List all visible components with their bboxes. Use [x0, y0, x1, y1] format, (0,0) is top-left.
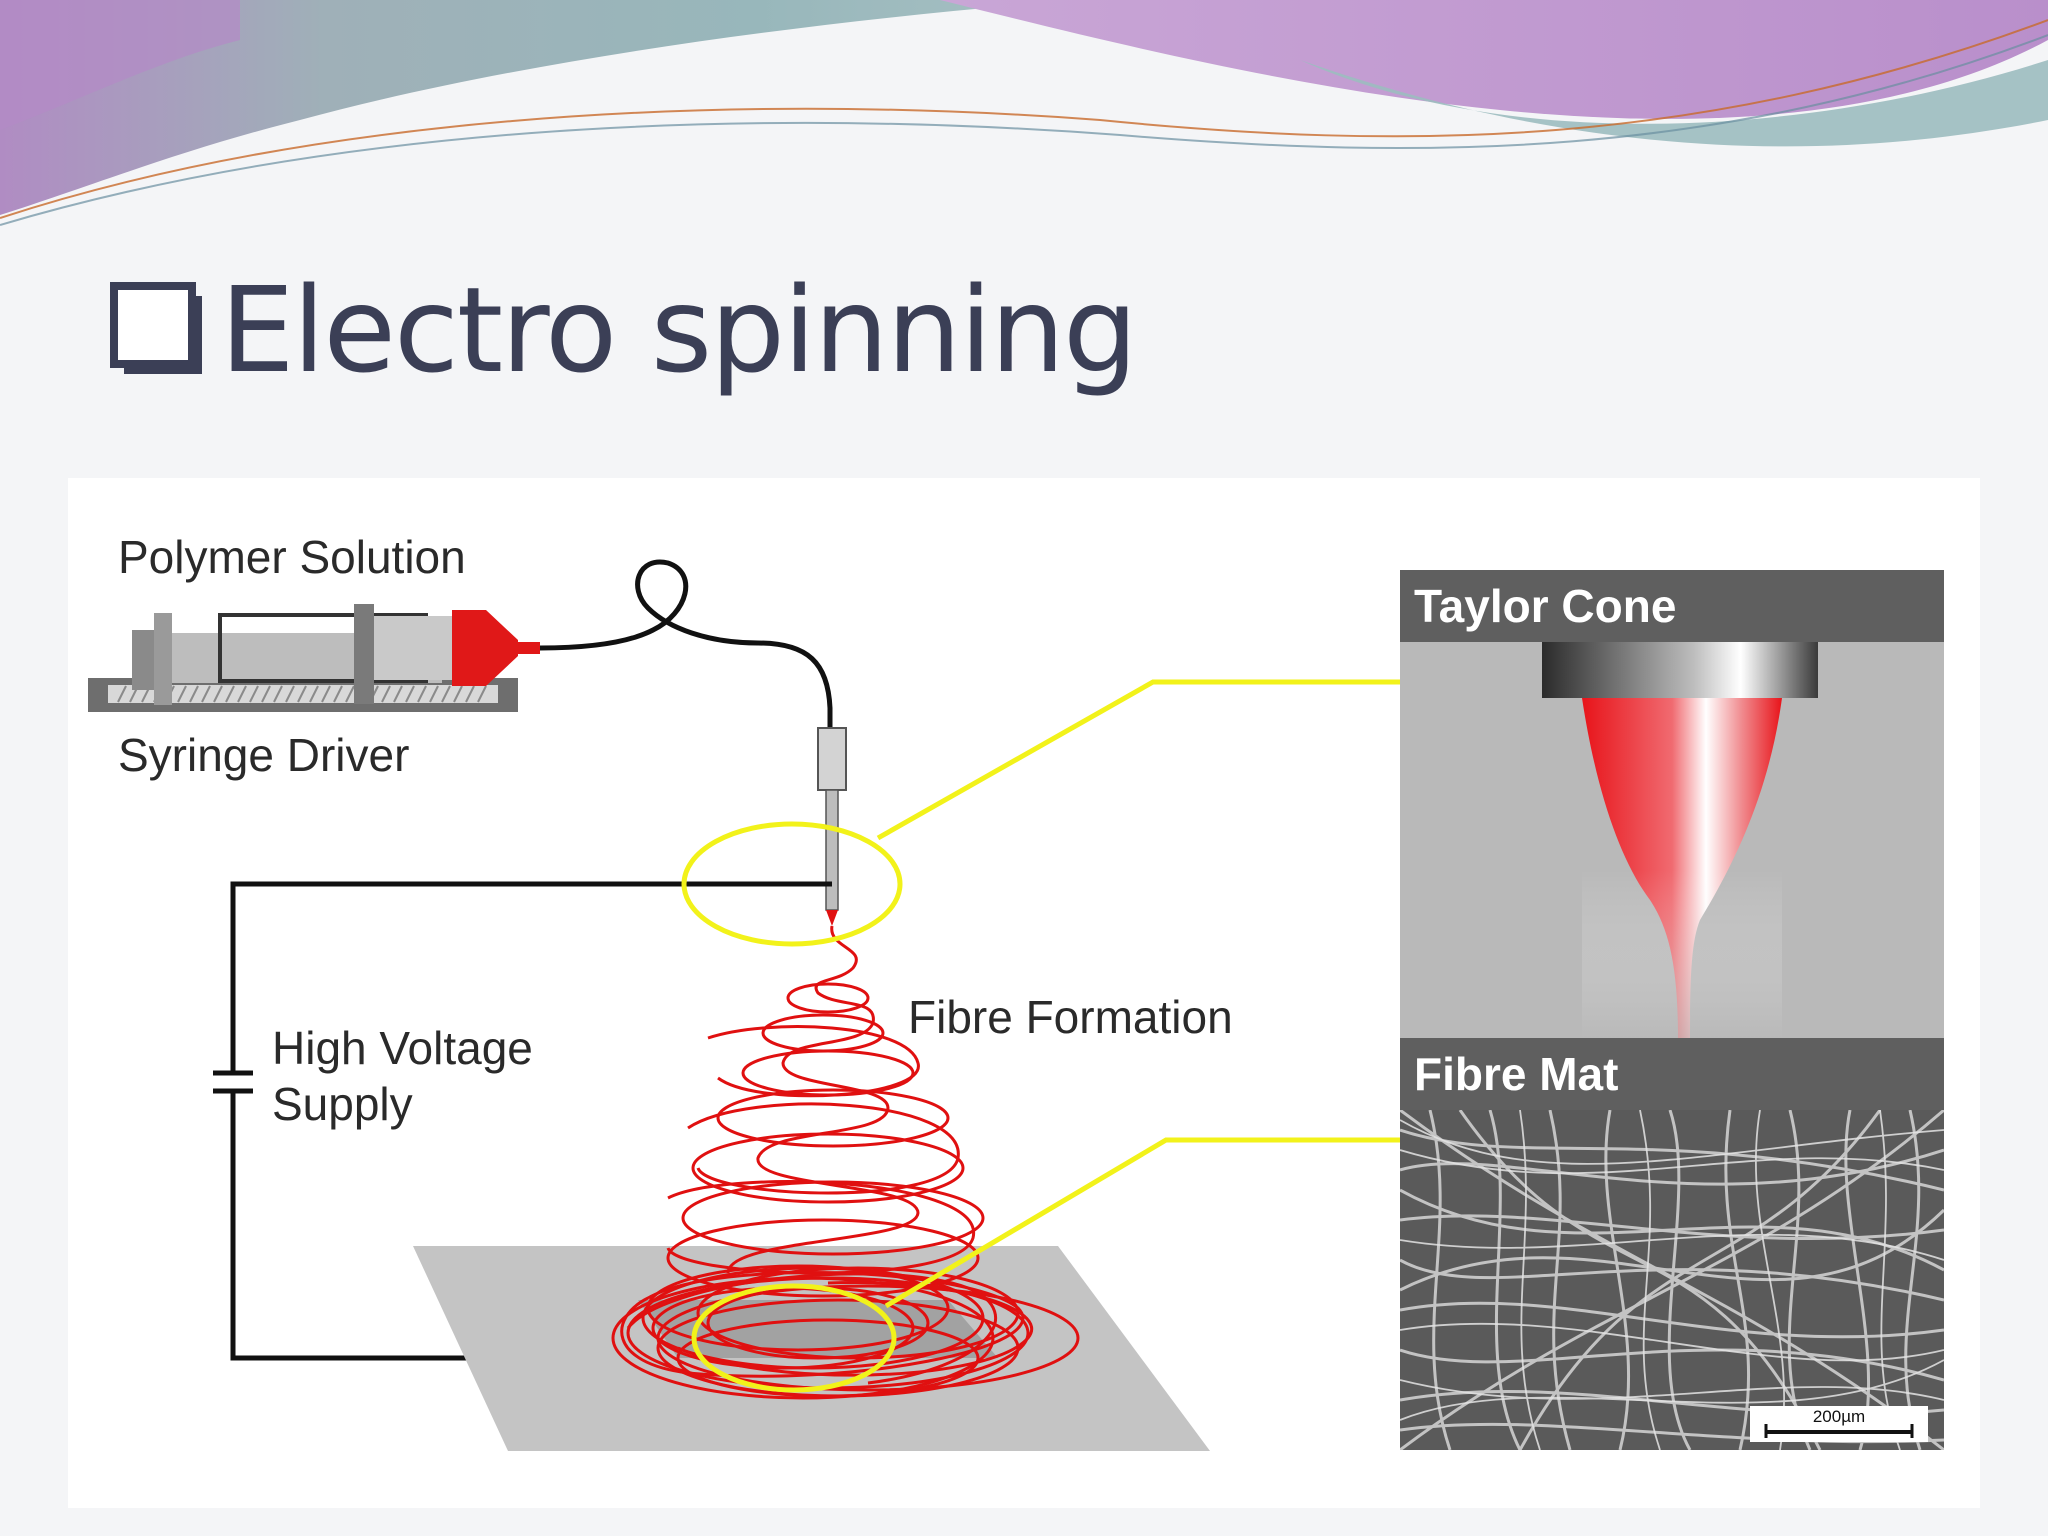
fibre-mat-heading: Fibre Mat — [1400, 1038, 1944, 1110]
electrospinning-diagram: Polymer Solution Syringe Driver High Vol… — [68, 478, 1980, 1508]
feed-tubing — [539, 559, 833, 728]
voltage-circuit-wire — [230, 881, 832, 1361]
taylor-cone-panel: Taylor Cone — [1400, 570, 1944, 1038]
fibre-mat-panel: Fibre Mat — [1400, 1038, 1944, 1450]
spinneret-needle — [817, 727, 847, 926]
slide-title: Electro spinning — [110, 250, 1138, 410]
hollow-square-bullet-icon — [110, 282, 202, 374]
label-high-voltage-line2: Supply — [272, 1078, 413, 1130]
fibre-deposit — [611, 1264, 1080, 1400]
header-wave-decoration — [0, 0, 2048, 226]
label-syringe-driver: Syringe Driver — [118, 729, 410, 781]
label-fibre-formation: Fibre Formation — [908, 991, 1233, 1043]
capacitor-symbol — [213, 1070, 253, 1094]
slide-title-text: Electro spinning — [220, 261, 1138, 399]
label-polymer-solution: Polymer Solution — [118, 531, 466, 583]
magnification-callouts — [681, 679, 1400, 1393]
taylor-cone-illustration — [1542, 642, 1818, 1038]
apparatus-illustration — [88, 559, 1400, 1451]
label-high-voltage-supply: High Voltage Supply — [272, 1020, 533, 1132]
fibre-jet — [666, 925, 985, 1298]
scale-bar-label: 200µm — [1813, 1407, 1865, 1426]
taylor-cone-heading: Taylor Cone — [1400, 570, 1944, 642]
label-high-voltage-line1: High Voltage — [272, 1022, 533, 1074]
fibre-mat-sem-image: 200µm — [1400, 1110, 1944, 1450]
syringe — [132, 604, 540, 705]
